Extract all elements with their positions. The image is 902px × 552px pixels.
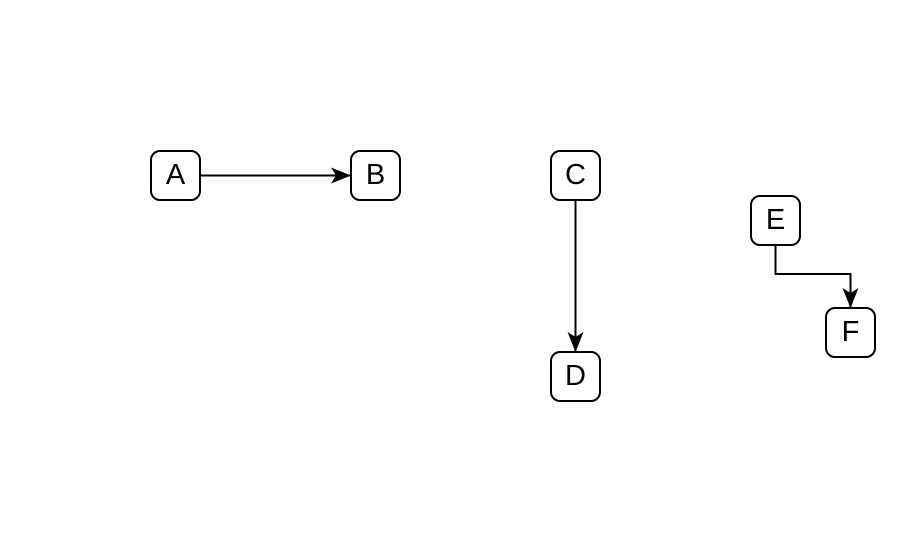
node-C[interactable]: C [550, 150, 601, 201]
edge-E-to-F[interactable] [774, 246, 859, 308]
node-E[interactable]: E [750, 195, 801, 246]
node-D[interactable]: D [550, 351, 601, 402]
node-D-label: D [565, 360, 586, 392]
node-F-label: F [841, 316, 860, 348]
node-A[interactable]: A [150, 150, 201, 201]
node-F[interactable]: F [825, 307, 876, 358]
node-C-label: C [565, 159, 586, 191]
node-A-label: A [165, 159, 186, 191]
node-B[interactable]: B [350, 150, 401, 201]
node-E-label: E [765, 204, 786, 236]
node-B-label: B [365, 159, 386, 191]
